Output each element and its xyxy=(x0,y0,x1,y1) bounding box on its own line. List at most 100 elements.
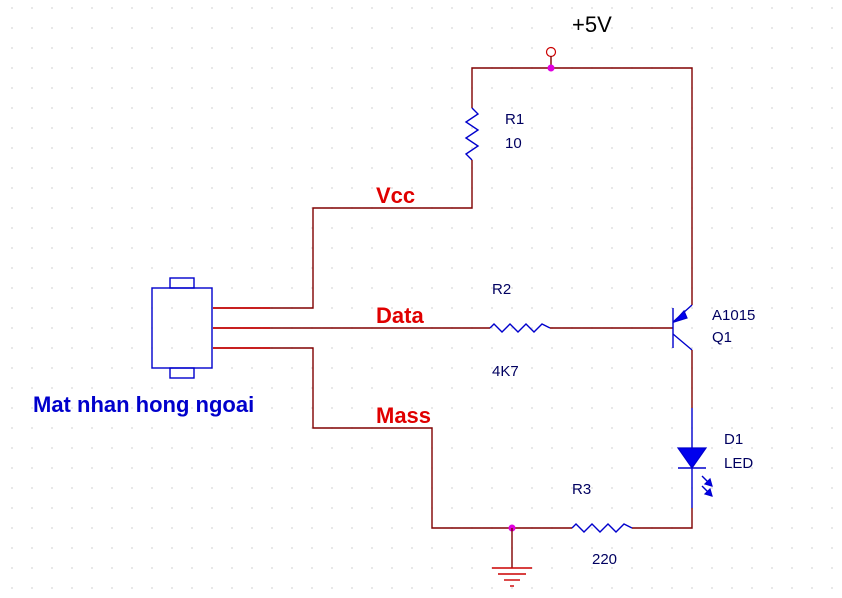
grid-dot xyxy=(791,347,793,349)
grid-dot xyxy=(471,127,473,129)
grid-dot xyxy=(71,227,73,229)
grid-dot xyxy=(411,387,413,389)
grid-dot xyxy=(571,207,573,209)
grid-dot xyxy=(111,87,113,89)
grid-dot xyxy=(491,127,493,129)
grid-dot xyxy=(371,587,373,589)
grid-dot xyxy=(11,567,13,569)
grid-dot xyxy=(111,507,113,509)
grid-dot xyxy=(531,587,533,589)
grid-dot xyxy=(151,567,153,569)
grid-dot xyxy=(531,487,533,489)
grid-dot xyxy=(451,467,453,469)
grid-dot xyxy=(591,527,593,529)
transistor-q1[interactable]: A1015 Q1 xyxy=(672,304,755,351)
grid-dot xyxy=(91,167,93,169)
grid-dot xyxy=(131,367,133,369)
grid-dot xyxy=(251,107,253,109)
ir-receiver-module[interactable]: Mat nhan hong ngoai xyxy=(33,277,254,417)
grid-dot xyxy=(831,147,833,149)
grid-dot xyxy=(291,547,293,549)
grid-dot xyxy=(251,147,253,149)
resistor-r2[interactable]: R2 4K7 xyxy=(489,281,551,380)
grid-dot xyxy=(51,27,53,29)
grid-dot xyxy=(731,567,733,569)
grid-dot xyxy=(731,407,733,409)
resistor-r3[interactable]: R3 220 xyxy=(571,481,633,568)
supply-5v[interactable]: +5V xyxy=(545,12,613,68)
grid-dot xyxy=(751,247,753,249)
grid-dot xyxy=(731,587,733,589)
grid-dot xyxy=(771,327,773,329)
grid-dot xyxy=(451,567,453,569)
grid-dot xyxy=(551,387,553,389)
grid-dot xyxy=(591,167,593,169)
grid-dot xyxy=(211,227,213,229)
grid-dot xyxy=(291,467,293,469)
resistor-r1[interactable]: R1 10 xyxy=(464,107,524,161)
grid-dot xyxy=(391,387,393,389)
grid-dot xyxy=(831,227,833,229)
grid-dot xyxy=(631,587,633,589)
grid-dot xyxy=(211,447,213,449)
grid-dot xyxy=(771,187,773,189)
grid-dot xyxy=(571,247,573,249)
grid-dot xyxy=(371,547,373,549)
grid-dot xyxy=(411,147,413,149)
grid-dot xyxy=(171,327,173,329)
grid-dot xyxy=(231,367,233,369)
grid-dot xyxy=(631,307,633,309)
grid-dot xyxy=(711,327,713,329)
grid-dot xyxy=(571,307,573,309)
grid-dot xyxy=(151,527,153,529)
grid-dot xyxy=(791,487,793,489)
grid-dot xyxy=(671,427,673,429)
grid-dot xyxy=(591,27,593,29)
grid-dot xyxy=(751,527,753,529)
grid-dot xyxy=(411,367,413,369)
grid-dot xyxy=(571,107,573,109)
grid-dot xyxy=(111,567,113,569)
grid-dot xyxy=(111,287,113,289)
grid-dot xyxy=(371,527,373,529)
grid-dot xyxy=(191,487,193,489)
grid-dot xyxy=(471,447,473,449)
grid-dot xyxy=(771,7,773,9)
grid-dot xyxy=(311,7,313,9)
led-d1[interactable]: D1 LED xyxy=(676,408,753,508)
grid-dot xyxy=(331,127,333,129)
grid-dot xyxy=(311,447,313,449)
grid-dot xyxy=(631,207,633,209)
grid-dot xyxy=(831,167,833,169)
grid-dot xyxy=(51,427,53,429)
grid-dot xyxy=(671,447,673,449)
grid-dot xyxy=(131,187,133,189)
grid-dot xyxy=(291,387,293,389)
grid-dot xyxy=(311,487,313,489)
grid-dot xyxy=(131,507,133,509)
grid-dot xyxy=(11,487,13,489)
grid-dot xyxy=(311,187,313,189)
grid-dot xyxy=(571,387,573,389)
grid-dot xyxy=(131,287,133,289)
grid-dot xyxy=(351,7,353,9)
grid-dot xyxy=(551,307,553,309)
grid-dot xyxy=(251,507,253,509)
r2-value: 4K7 xyxy=(492,363,519,380)
grid-dot xyxy=(291,407,293,409)
grid-dot xyxy=(631,187,633,189)
grid-dot xyxy=(291,107,293,109)
grid-dot xyxy=(631,127,633,129)
grid-dot xyxy=(11,547,13,549)
grid-dot xyxy=(391,567,393,569)
grid-dot xyxy=(231,387,233,389)
grid-dot xyxy=(431,247,433,249)
grid-dot xyxy=(791,247,793,249)
grid-dot xyxy=(651,247,653,249)
grid-dot xyxy=(431,167,433,169)
grid-dot xyxy=(231,127,233,129)
grid-dot xyxy=(351,87,353,89)
grid-dot xyxy=(571,127,573,129)
grid-dot xyxy=(471,567,473,569)
grid-dot xyxy=(31,447,33,449)
